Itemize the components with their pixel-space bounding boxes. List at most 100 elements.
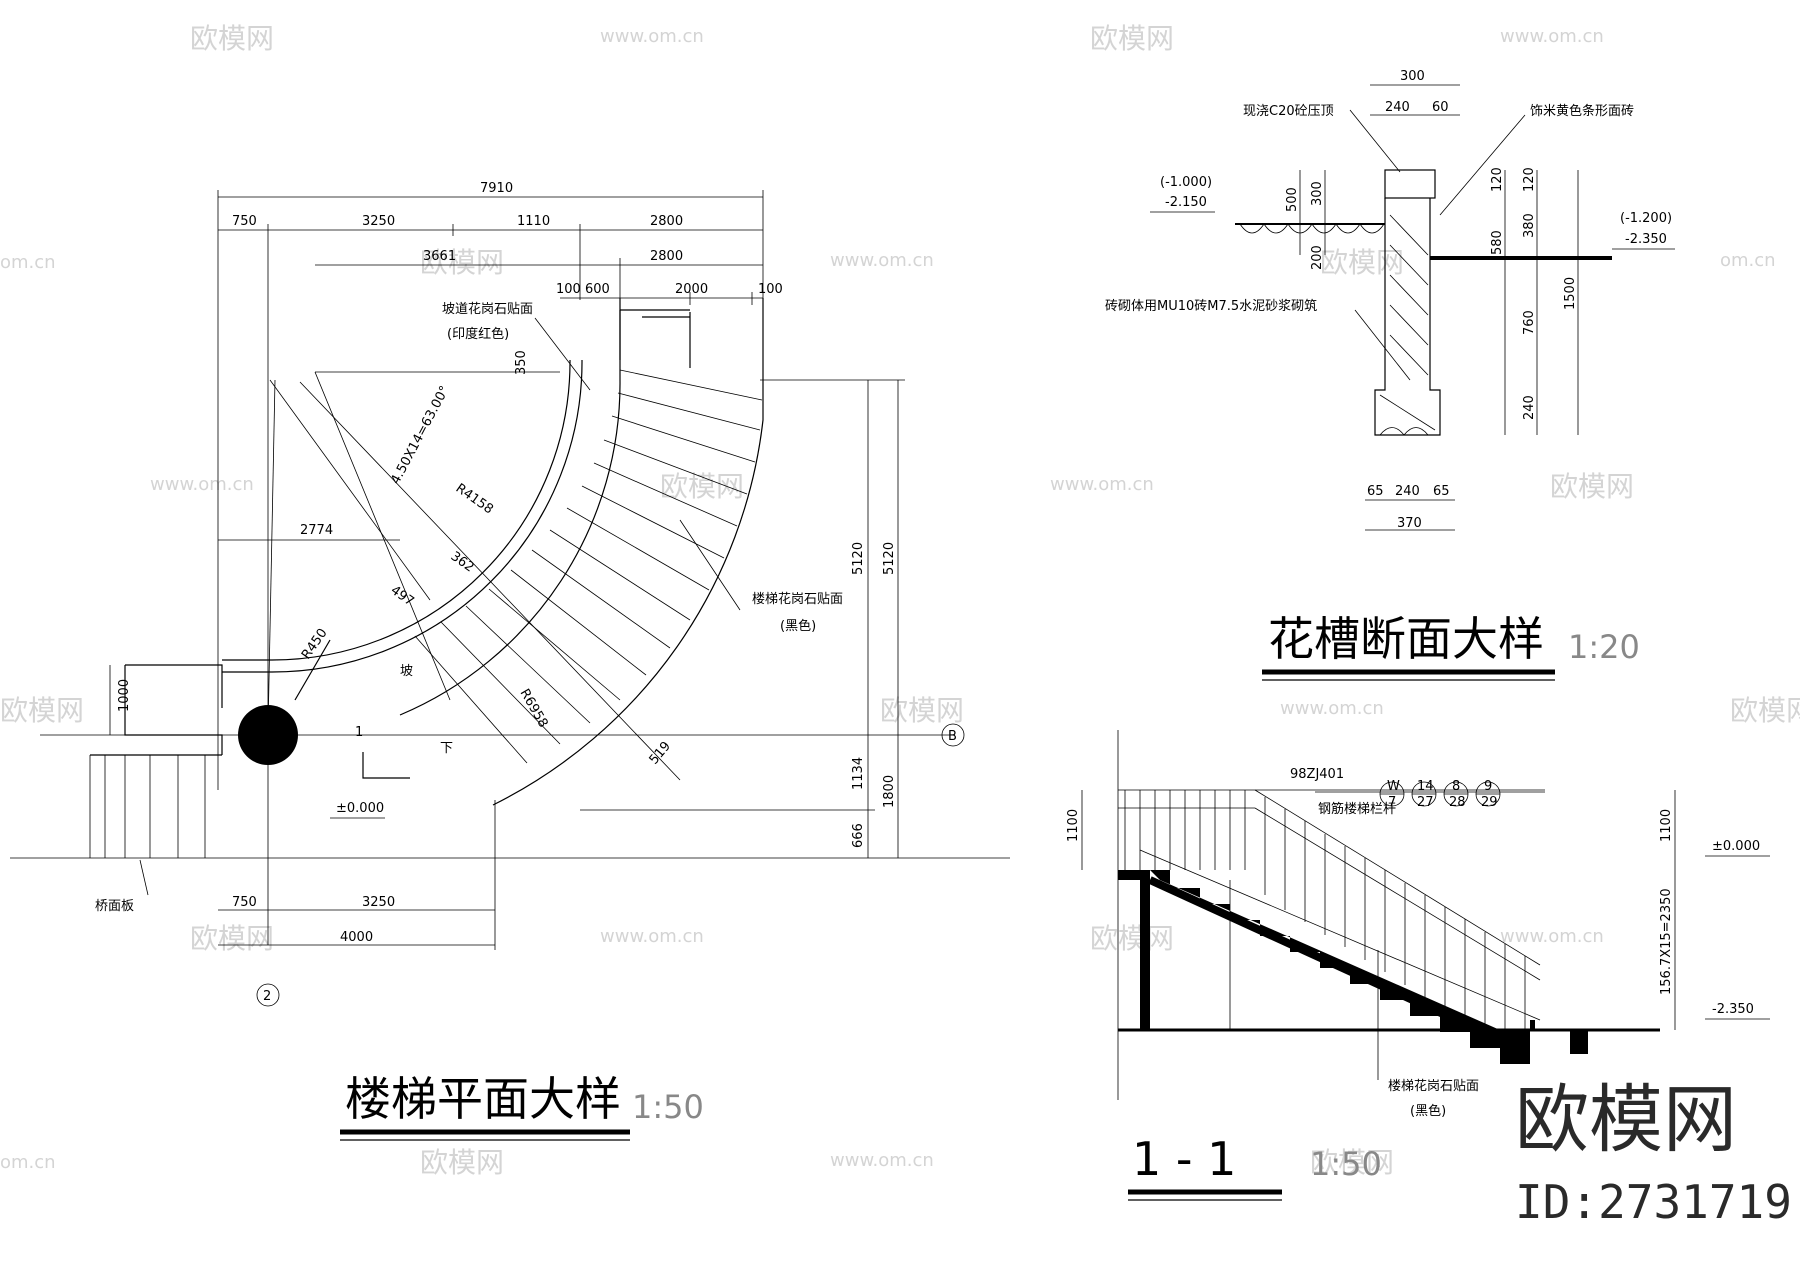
plan-scale: 1:50 (632, 1088, 704, 1126)
axis-label-2: 2 (263, 989, 271, 1004)
dim-text: 2000 (675, 282, 708, 297)
watermark-logo: 欧模网 (880, 694, 964, 727)
hatch (1389, 244, 1429, 286)
watermark-logo: 欧模网 (420, 246, 504, 279)
dim-text: 1800 (882, 775, 897, 808)
dim-text: 120 (1522, 167, 1537, 192)
watermark-logo: 欧模网 (420, 1146, 504, 1179)
slope-label: 坡 (400, 664, 413, 679)
dim-text: 240 (1385, 100, 1410, 115)
planter-section: 300 240 60 500 300 200 120 120 580 380 7… (1105, 69, 1675, 681)
tread (617, 392, 761, 431)
watermark-logo: 欧模网 (1550, 470, 1634, 503)
section-mark (362, 752, 410, 779)
index-mark-top: 14 (1417, 779, 1434, 794)
watermark-url: www.om.cn (600, 26, 704, 47)
landing-structure (1118, 870, 1150, 1030)
stair-outer-arc (492, 298, 764, 806)
plan-title: 楼梯平面大样 (345, 1072, 621, 1126)
dim-text: 350 (514, 350, 529, 375)
planter-title: 花槽断面大样 (1268, 612, 1544, 666)
watermark-url: om.cn (1720, 250, 1776, 271)
watermark-logo: 欧模网 (190, 922, 274, 955)
dim-text: R6958 (517, 687, 551, 731)
radial-line (314, 371, 451, 701)
dim-text: 1000 (117, 679, 132, 712)
soil-hatch (1379, 427, 1429, 436)
axis-bubble-b (941, 723, 965, 747)
dim-text: 580 (1490, 230, 1505, 255)
hatch (1389, 214, 1429, 256)
radial-line (299, 381, 681, 781)
bridge-deck-label: 桥面板 (95, 899, 134, 914)
dim-text: 666 (851, 823, 866, 848)
dim-text: 65 (1433, 484, 1450, 499)
stair-treads (414, 369, 763, 764)
dim-text: 3250 (362, 895, 395, 910)
railing-name: 钢筋楼梯栏杆 (1318, 801, 1396, 817)
watermark-layer: 欧模网 www.om.cn 欧模网 www.om.cn om.cn 欧模网 ww… (0, 22, 1800, 1179)
column-circle (238, 705, 298, 765)
dim-text: 240 (1395, 484, 1420, 499)
level-mark: -2.350 (1712, 1002, 1754, 1017)
tread (531, 549, 671, 649)
leader-line (534, 317, 591, 391)
stair-footing (1570, 1030, 1588, 1054)
dim-text: 300 (1310, 181, 1325, 206)
watermark-url: www.om.cn (830, 1150, 934, 1171)
dim-text: R450 (299, 626, 331, 662)
dim-text: 380 (1522, 213, 1537, 238)
hatch (1389, 274, 1429, 316)
finish-label: 楼梯花岗石贴面 (1388, 1078, 1479, 1094)
dim-text: 4000 (340, 930, 373, 945)
tread (581, 485, 725, 559)
dim-text: 240 (1522, 395, 1537, 420)
soil-hatch (1239, 223, 1385, 234)
landing-outline (124, 665, 223, 755)
index-mark-top: W (1387, 779, 1400, 794)
masonry-label: 砖砌体用MU10砖M7.5水泥砂浆砌筑 (1105, 298, 1317, 314)
watermark-url: www.om.cn (1280, 698, 1384, 719)
dim-text: 519 (647, 739, 674, 768)
dim-text: 7910 (480, 181, 513, 196)
dim-text: 3661 (423, 249, 456, 264)
stair-plan: 7910 750 3250 1110 2800 3661 2800 100 60… (10, 181, 1010, 1141)
dim-text: 500 (1285, 187, 1300, 212)
watermark-logo: 欧模网 (1090, 22, 1174, 55)
dim-text: 370 (1397, 516, 1422, 531)
dim-text: 1110 (517, 214, 550, 229)
level-mark: ±0.000 (336, 801, 384, 816)
watermark-url: om.cn (0, 1152, 56, 1173)
tread (619, 369, 763, 401)
section-title: 1 - 1 (1132, 1132, 1236, 1186)
index-mark-top: 9 (1484, 779, 1492, 794)
watermark-url: www.om.cn (1500, 926, 1604, 947)
dim-text: 1134 (851, 757, 866, 790)
tread (593, 462, 738, 527)
down-label: 下 (440, 741, 453, 756)
axis-label-b: B (948, 729, 957, 744)
dim-text: 4.50X14=63.00° (388, 384, 452, 487)
index-mark-bottom: 27 (1417, 795, 1434, 810)
dim-text: 5120 (851, 542, 866, 575)
tile-label: 饰米黄色条形面砖 (1530, 103, 1634, 119)
tread (440, 621, 561, 745)
watermark-logo: 欧模网 (1320, 246, 1404, 279)
dim-text: 750 (232, 895, 257, 910)
landing-outline (125, 664, 223, 708)
dim-text: 2774 (300, 523, 333, 538)
tread (603, 439, 748, 495)
tread (566, 507, 710, 591)
planter-scale: 1:20 (1568, 628, 1640, 666)
dim-text: 5120 (882, 542, 897, 575)
watermark-url: www.om.cn (1050, 474, 1154, 495)
watermark-url: www.om.cn (1500, 26, 1604, 47)
index-mark-top: 8 (1452, 779, 1460, 794)
tread (488, 588, 621, 701)
watermark-logo: 欧模网 (1730, 694, 1800, 727)
leader-line (139, 859, 149, 896)
level-mark: (-1.000) (1160, 175, 1212, 190)
railing-ref: 98ZJ401 (1290, 767, 1344, 782)
watermark-url: www.om.cn (600, 926, 704, 947)
